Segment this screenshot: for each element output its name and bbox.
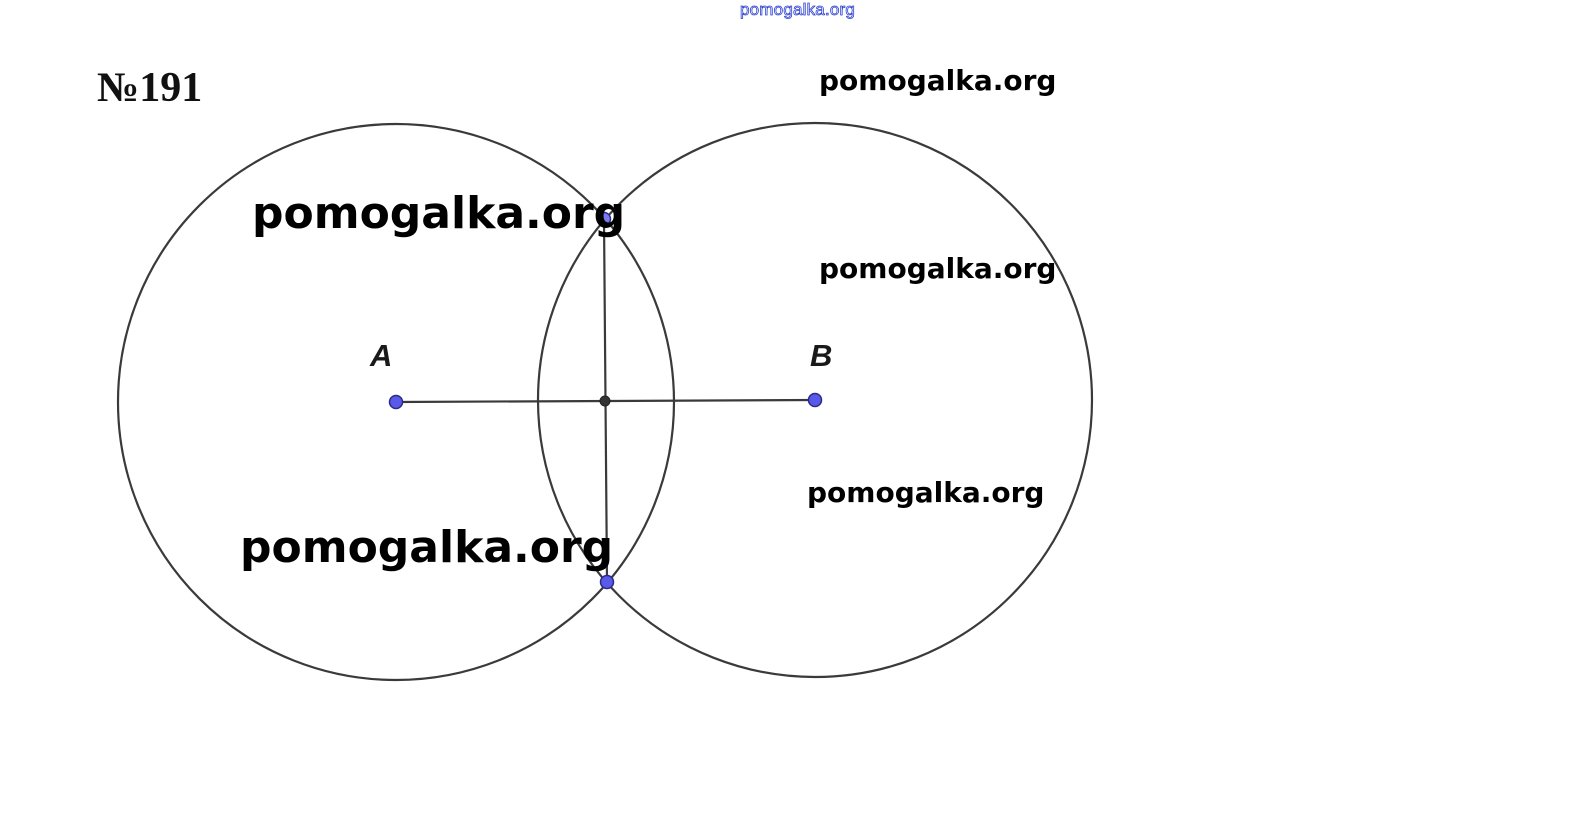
circle-a bbox=[116, 122, 676, 682]
circle-b bbox=[536, 121, 1094, 679]
midpoint bbox=[599, 395, 611, 407]
intersection-bottom bbox=[599, 574, 615, 590]
intersection-top bbox=[596, 211, 612, 227]
point-b bbox=[807, 392, 823, 408]
point-b-label: B bbox=[810, 338, 833, 373]
point-a bbox=[388, 394, 404, 410]
watermark-lower-right: pomogalka.org bbox=[807, 476, 1045, 509]
watermark-lower-left: pomogalka.org bbox=[240, 522, 614, 573]
watermark-upper-left: pomogalka.org bbox=[252, 188, 626, 239]
site-link[interactable]: pomogalka.org bbox=[740, 0, 856, 19]
point-a-label: A bbox=[370, 338, 393, 373]
watermark-top-right: pomogalka.org bbox=[819, 64, 1057, 97]
problem-number: №191 bbox=[97, 65, 203, 111]
watermark-mid-right: pomogalka.org bbox=[819, 252, 1057, 285]
